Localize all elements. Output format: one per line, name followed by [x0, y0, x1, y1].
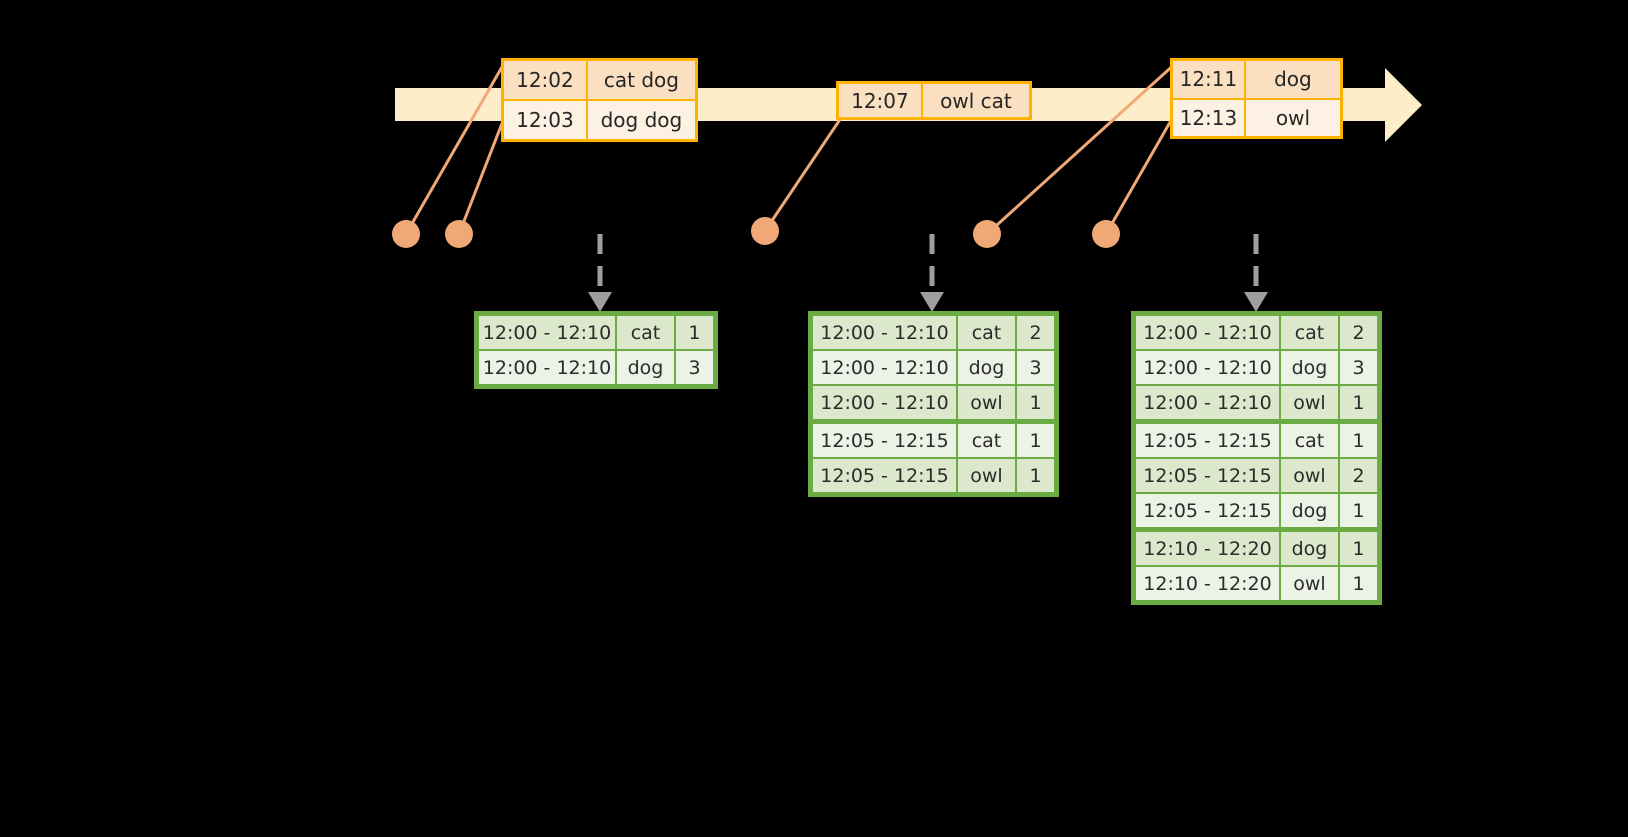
- key-cell: cat: [1281, 424, 1338, 457]
- emission-dot: [751, 217, 779, 245]
- window-cell: 12:10 - 12:20: [1136, 567, 1279, 600]
- window-cell: 12:00 - 12:10: [479, 351, 615, 384]
- event-row: 12:11 dog: [1173, 61, 1340, 98]
- count-cell: 1: [1340, 386, 1377, 419]
- window-cell: 12:05 - 12:15: [813, 424, 956, 457]
- event-box-3: 12:11 dog 12:13 owl: [1170, 58, 1343, 139]
- key-cell: cat: [617, 316, 674, 349]
- count-cell: 1: [1340, 424, 1377, 457]
- key-cell: dog: [617, 351, 674, 384]
- count-cell: 3: [1340, 351, 1377, 384]
- event-box-2: 12:07 owl cat: [836, 81, 1032, 120]
- key-cell: owl: [1281, 567, 1338, 600]
- connector-line: [404, 59, 508, 235]
- event-payload: owl: [1275, 105, 1310, 130]
- window-cell: 12:05 - 12:15: [1136, 424, 1279, 457]
- window-cell: 12:00 - 12:10: [479, 316, 615, 349]
- key-cell: owl: [958, 386, 1015, 419]
- key-cell: owl: [958, 459, 1015, 492]
- event-timestamp: 12:03: [504, 101, 588, 139]
- dashed-arrow-head: [1244, 292, 1268, 312]
- count-cell: 1: [1340, 532, 1377, 565]
- window-cell: 12:00 - 12:10: [1136, 386, 1279, 419]
- key-cell: cat: [958, 424, 1015, 457]
- event-row: 12:07 owl cat: [839, 84, 1029, 117]
- window-cell: 12:05 - 12:15: [1136, 459, 1279, 492]
- key-cell: dog: [1281, 351, 1338, 384]
- event-timestamp: 12:02: [504, 61, 588, 99]
- key-cell: dog: [958, 351, 1015, 384]
- event-payload: owl cat: [940, 88, 1012, 113]
- key-cell: dog: [1281, 532, 1338, 565]
- dashed-arrow-head: [920, 292, 944, 312]
- event-row: 12:02 cat dog: [504, 61, 695, 99]
- window-cell: 12:00 - 12:10: [813, 386, 956, 419]
- event-box-1: 12:02 cat dog 12:03 dog dog: [501, 58, 698, 142]
- event-row: 12:03 dog dog: [504, 99, 695, 139]
- event-timestamp: 12:13: [1173, 99, 1246, 136]
- key-cell: dog: [1281, 494, 1338, 527]
- event-payload: dog: [1274, 67, 1312, 92]
- connector-line: [763, 117, 843, 232]
- emission-dot: [445, 220, 473, 248]
- connector-line: [1104, 109, 1179, 235]
- window-cell: 12:10 - 12:20: [1136, 532, 1279, 565]
- timeline-arrow-icon: [1385, 68, 1422, 142]
- key-cell: cat: [1281, 316, 1338, 349]
- window-cell: 12:05 - 12:15: [1136, 494, 1279, 527]
- emission-dot: [973, 220, 1001, 248]
- count-cell: 3: [1017, 351, 1054, 384]
- count-cell: 2: [1340, 459, 1377, 492]
- count-cell: 2: [1340, 316, 1377, 349]
- event-payload: dog dog: [600, 108, 683, 132]
- event-timestamp: 12:07: [839, 84, 923, 117]
- count-cell: 1: [1340, 567, 1377, 600]
- count-cell: 2: [1017, 316, 1054, 349]
- count-cell: 1: [676, 316, 713, 349]
- count-cell: 1: [1017, 386, 1054, 419]
- count-cell: 1: [1017, 459, 1054, 492]
- event-payload: cat dog: [603, 68, 679, 92]
- count-cell: 1: [1340, 494, 1377, 527]
- window-cell: 12:00 - 12:10: [1136, 316, 1279, 349]
- event-row: 12:13 owl: [1173, 97, 1340, 136]
- window-cell: 12:00 - 12:10: [813, 316, 956, 349]
- window-cell: 12:00 - 12:10: [813, 351, 956, 384]
- count-cell: 1: [1017, 424, 1054, 457]
- key-cell: owl: [1281, 386, 1338, 419]
- event-timestamp: 12:11: [1173, 61, 1246, 98]
- window-cell: 12:05 - 12:15: [813, 459, 956, 492]
- key-cell: cat: [958, 316, 1015, 349]
- emission-dot: [1092, 220, 1120, 248]
- count-cell: 3: [676, 351, 713, 384]
- emission-dot: [392, 220, 420, 248]
- dashed-arrow-head: [588, 292, 612, 312]
- key-cell: owl: [1281, 459, 1338, 492]
- window-cell: 12:00 - 12:10: [1136, 351, 1279, 384]
